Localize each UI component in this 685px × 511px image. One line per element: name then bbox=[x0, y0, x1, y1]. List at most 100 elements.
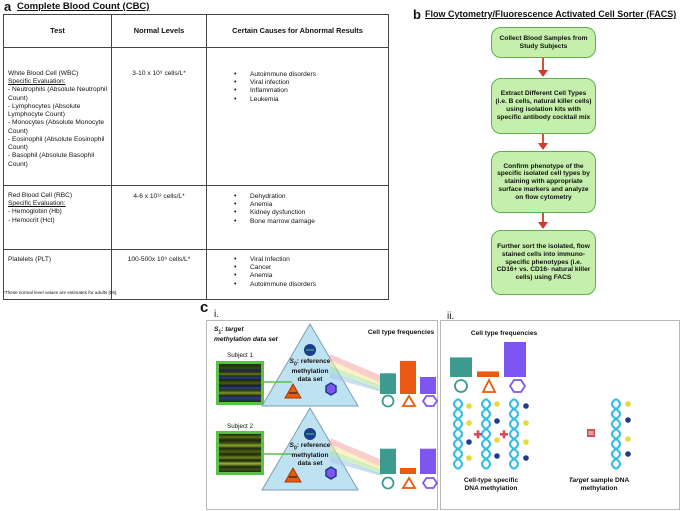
cause-item: Cancer bbox=[233, 264, 384, 273]
frequency-bars-subject-1 bbox=[380, 360, 436, 394]
rainbow-beam-1 bbox=[330, 354, 382, 392]
panel-b-title: Flow Cytometry/Fluorescence Activated Ce… bbox=[425, 9, 677, 19]
sub-item: - Basophil (Absolute Basophil Count) bbox=[8, 152, 95, 168]
frequency-bar-orange bbox=[400, 468, 416, 474]
table-row-rbc: Red Blood Cell (RBC) Specific Evaluation… bbox=[3, 185, 389, 250]
cause-item: Autoimmune disorders bbox=[233, 71, 384, 80]
sub-item: - Eosinophil (Absolute Eosinophil Count) bbox=[8, 135, 105, 152]
caption-target-sample: Target sample DNA methylation bbox=[561, 477, 637, 493]
cell-test: Red Blood Cell (RBC) Specific Evaluation… bbox=[3, 185, 112, 250]
cell-type-frequencies-title-ii: Cell type frequencies bbox=[470, 330, 538, 337]
flow-arrow-2 bbox=[538, 134, 548, 150]
panel-c-letter: c bbox=[200, 299, 209, 316]
cell-test: Platelets (PLT) bbox=[3, 249, 112, 300]
cause-item: Leukemia bbox=[233, 96, 384, 105]
part-ii-label: ii. bbox=[447, 311, 455, 322]
s0-text: : reference methylation data set bbox=[291, 442, 331, 467]
target-word: Target bbox=[568, 477, 589, 484]
frequency-bars-subject-2 bbox=[380, 448, 436, 474]
panel-c-frame-left bbox=[206, 320, 438, 510]
frequency-bar-orange bbox=[400, 360, 416, 394]
cell-type-frequencies-title-i: Cell type frequencies bbox=[367, 329, 435, 336]
cause-item: Kidney dysfunction bbox=[233, 209, 384, 218]
table-footnote: *These normal level values are estimates… bbox=[3, 290, 118, 295]
subject-2-label: Subject 2 bbox=[227, 423, 253, 430]
cause-item: Bone marrow damage bbox=[233, 218, 384, 227]
flow-step-1: Collect Blood Samples from Study Subject… bbox=[491, 27, 596, 58]
normal-level: 100-500x 10⁹ cells/L* bbox=[111, 249, 207, 300]
test-name: Platelets (PLT) bbox=[8, 256, 52, 263]
test-name: Red Blood Cell (RBC) bbox=[8, 192, 73, 199]
s1-text: : target methylation data set bbox=[214, 326, 278, 344]
reference-triangle-2 bbox=[261, 407, 359, 491]
cause-item: Autoimmune disorders bbox=[233, 281, 384, 290]
frequency-bar-teal bbox=[380, 448, 396, 474]
shape-legend-2 bbox=[381, 476, 438, 490]
header-test: Test bbox=[3, 14, 112, 48]
s0-reference-label-1: S0: reference methylation data set bbox=[284, 358, 336, 383]
cause-item: Viral Infection bbox=[233, 256, 384, 265]
cell-causes: Autoimmune disorders Viral infection Inf… bbox=[206, 47, 389, 186]
frequency-bar-purple bbox=[420, 376, 436, 394]
s0-subscript: 0 bbox=[293, 445, 297, 452]
rainbow-beam-2 bbox=[330, 438, 382, 476]
normal-level: 3-10 x 10⁹ cells/L* bbox=[111, 47, 207, 186]
normal-level: 4-6 x 10¹² cells/L* bbox=[111, 185, 207, 250]
frequency-bar-purple bbox=[420, 448, 436, 474]
flow-step-2: Extract Different Cell Types (i.e. B cel… bbox=[491, 78, 596, 134]
s0-subscript: 0 bbox=[293, 361, 297, 368]
specific-evaluation-label: Specific Evaluation: bbox=[8, 200, 66, 208]
dna-methylation-helices bbox=[452, 397, 631, 471]
table-header-row: Test Normal Levels Certain Causes for Ab… bbox=[3, 14, 389, 48]
test-name: White Blood Cell (WBC) bbox=[8, 70, 79, 77]
frequency-bars-reference bbox=[450, 342, 526, 377]
target-rest: sample DNA methylation bbox=[580, 477, 630, 492]
frequency-bar-orange bbox=[477, 371, 499, 377]
cause-item: Dehydration bbox=[233, 193, 384, 202]
subject-1-heatmap bbox=[216, 361, 264, 405]
flow-step-4: Further sort the isolated, flow stained … bbox=[491, 230, 596, 295]
part-i-label: i. bbox=[214, 309, 219, 320]
frequency-bar-teal bbox=[380, 373, 396, 394]
header-normal-levels: Normal Levels bbox=[111, 14, 207, 48]
sub-item: - Hemocrit (Hct) bbox=[8, 216, 55, 224]
table-row-wbc: White Blood Cell (WBC) Specific Evaluati… bbox=[3, 47, 389, 186]
caption-cell-type-specific: Cell-type specific DNA methylation bbox=[463, 477, 519, 492]
sub-item: - Hemoglobin (Hb) bbox=[8, 208, 62, 216]
sub-item: - Monocytes (Absolute Monocyte Count) bbox=[8, 119, 105, 135]
cell-test: White Blood Cell (WBC) Specific Evaluati… bbox=[3, 47, 112, 186]
subject-connectors bbox=[262, 381, 292, 455]
subject-1-label: Subject 1 bbox=[227, 352, 253, 359]
s0-reference-label-2: S0: reference methylation data set bbox=[284, 442, 336, 467]
cause-item: Anemia bbox=[233, 272, 384, 281]
s1-subscript: 1 bbox=[218, 329, 222, 336]
panel-c-frame-right bbox=[440, 320, 680, 510]
flow-step-3: Confirm phenotype of the specific isolat… bbox=[491, 151, 596, 213]
s0-letter: S bbox=[289, 442, 294, 449]
flow-arrow-1 bbox=[538, 58, 548, 77]
flow-arrow-3 bbox=[538, 213, 548, 229]
cell-causes: Viral Infection Cancer Anemia Autoimmune… bbox=[206, 249, 389, 300]
header-causes: Certain Causes for Abnormal Results bbox=[206, 14, 389, 48]
s1-letter: S bbox=[214, 326, 219, 333]
cbc-table: Test Normal Levels Certain Causes for Ab… bbox=[3, 14, 389, 300]
sub-item: - Lymphocytes (Absolute Lymphocyte Count… bbox=[8, 102, 81, 119]
shape-legend-ii bbox=[454, 377, 527, 393]
s0-text: : reference methylation data set bbox=[291, 358, 331, 383]
sub-item: - Neutrophils (Absolute Neutrophil Count… bbox=[8, 86, 107, 102]
panel-a-letter: a bbox=[4, 0, 12, 14]
specific-evaluation-label: Specific Evaluation: bbox=[8, 78, 66, 86]
table-row-plt: Platelets (PLT) 100-500x 10⁹ cells/L* Vi… bbox=[3, 249, 389, 300]
cell-causes: Dehydration Anemia Kidney dysfunction Bo… bbox=[206, 185, 389, 250]
cause-item: Inflammation bbox=[233, 87, 384, 96]
shape-legend-1 bbox=[381, 394, 438, 408]
subject-2-heatmap bbox=[216, 431, 264, 475]
cause-item: Anemia bbox=[233, 201, 384, 210]
panel-b-letter: b bbox=[413, 7, 421, 22]
frequency-bar-purple bbox=[504, 342, 526, 377]
frequency-bar-teal bbox=[450, 357, 472, 377]
s1-target-label: S1: target methylation data set bbox=[214, 326, 278, 344]
panel-a-title: Complete Blood Count (CBC) bbox=[17, 1, 150, 12]
s0-letter: S bbox=[289, 358, 294, 365]
cause-item: Viral infection bbox=[233, 79, 384, 88]
